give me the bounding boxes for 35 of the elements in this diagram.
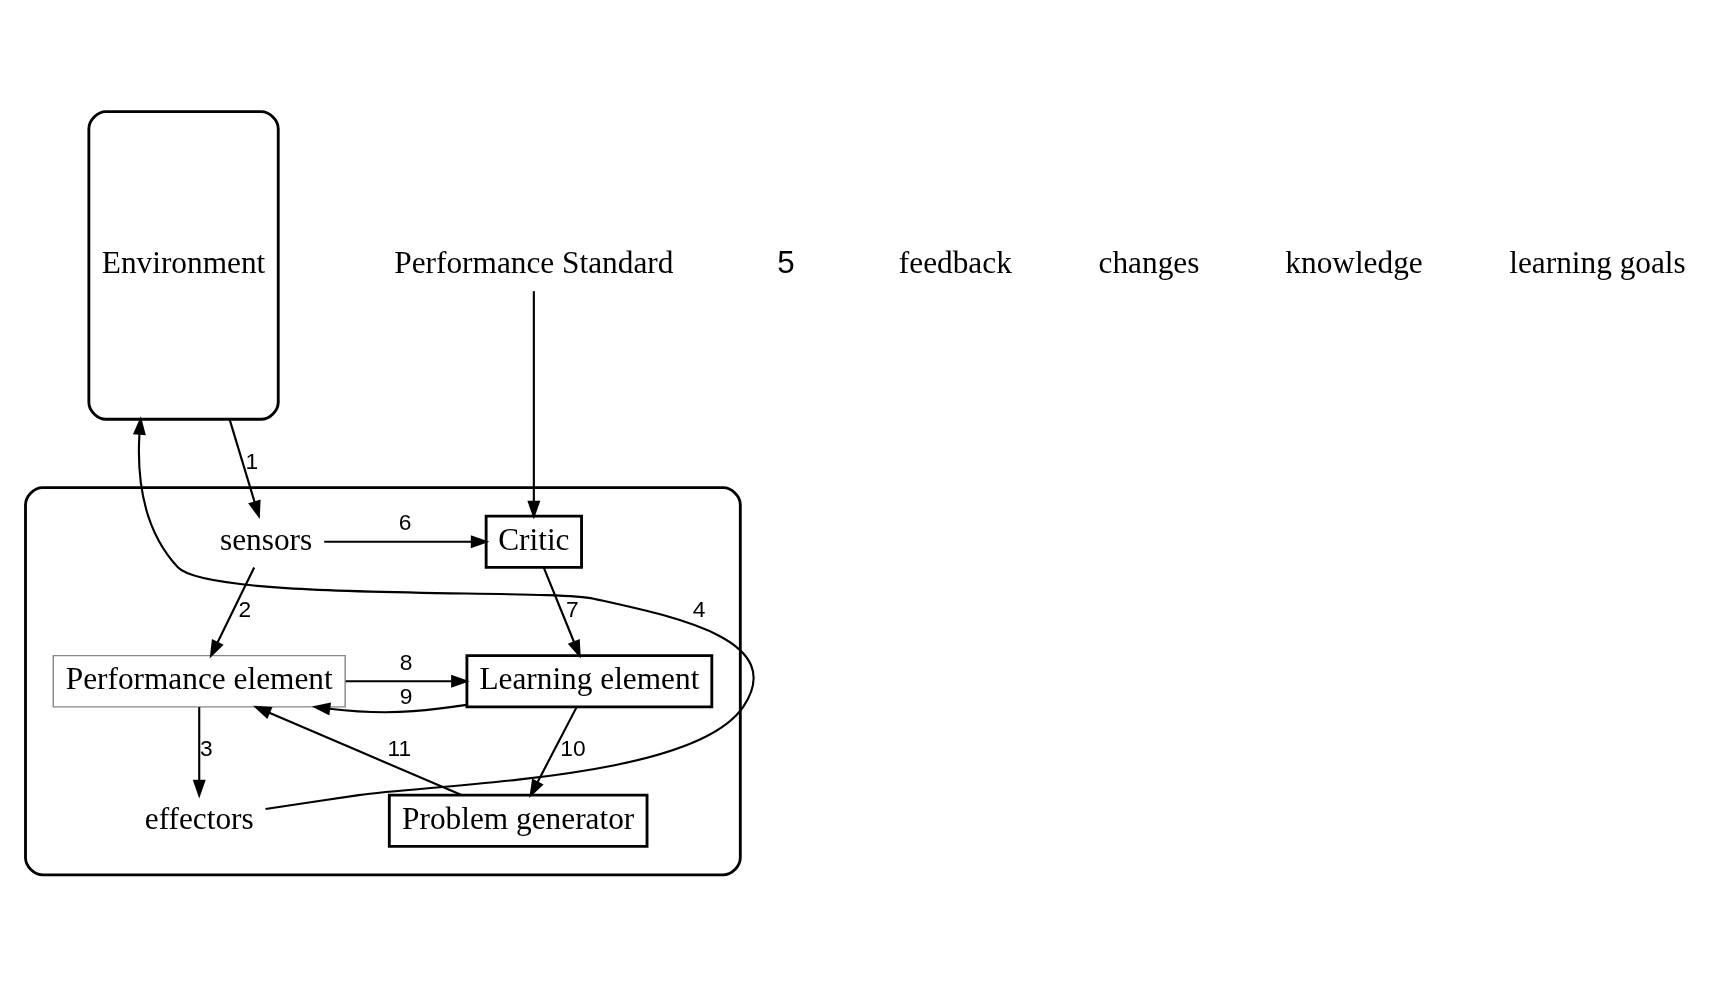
edge-label: 3 xyxy=(200,735,213,762)
edge-label: 6 xyxy=(398,509,412,536)
arrow xyxy=(324,535,490,549)
edge-label: 8 xyxy=(399,648,413,675)
node-text: sensors xyxy=(220,521,313,557)
node-text: Performance Standard xyxy=(394,245,674,281)
arrow xyxy=(132,416,755,811)
arrow xyxy=(252,705,462,797)
arrow xyxy=(527,291,541,520)
node-box: Critic xyxy=(484,514,583,569)
edge-label: 2 xyxy=(238,595,252,622)
edge-label: 10 xyxy=(560,735,586,762)
edge-label: 1 xyxy=(245,447,259,474)
arrow xyxy=(345,674,470,688)
node-text: effectors xyxy=(144,800,254,836)
node-box: Problem generator xyxy=(387,793,649,848)
arrow xyxy=(311,702,467,716)
node-box: Learning element xyxy=(465,654,714,709)
arrow xyxy=(542,567,581,659)
label: learning goals xyxy=(1509,245,1686,281)
edge-label: 9 xyxy=(399,682,413,709)
arrow xyxy=(192,707,206,799)
arrow xyxy=(209,567,256,659)
edge-label: 4 xyxy=(692,595,706,622)
label: 5 xyxy=(777,245,795,281)
cluster xyxy=(24,486,742,877)
label: knowledge xyxy=(1285,245,1423,281)
edge-label: 7 xyxy=(565,595,579,622)
edge-label: 11 xyxy=(387,735,412,762)
arrow xyxy=(228,419,261,520)
node-box: Performance element xyxy=(52,654,346,708)
label: feedback xyxy=(898,245,1012,281)
arrow xyxy=(529,706,578,799)
label: changes xyxy=(1098,245,1200,281)
node-box: Environment xyxy=(87,110,280,421)
